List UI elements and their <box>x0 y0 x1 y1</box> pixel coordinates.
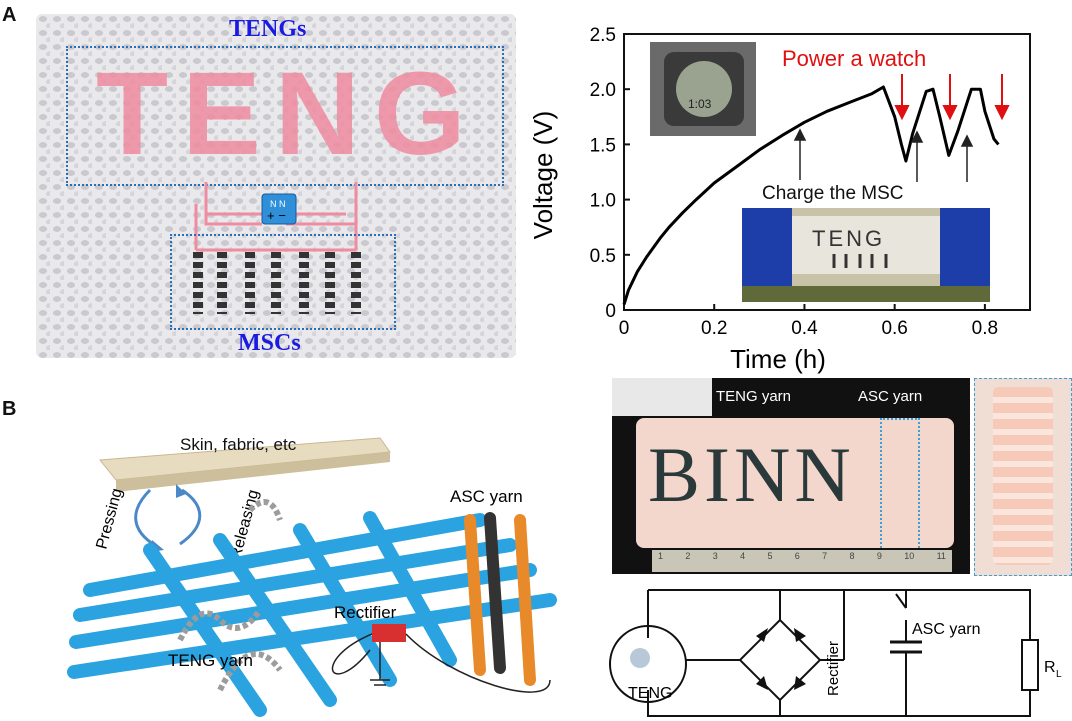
load-subscript: L <box>1056 669 1062 680</box>
knit-fabric-illustration: TENGs TENG N N + − MSCs <box>36 14 516 358</box>
x-tick-label: 0.4 <box>791 318 818 339</box>
teng-device-icon <box>630 648 650 668</box>
teng-region-box <box>66 46 504 186</box>
circuit-asc-yarn-label: ASC yarn <box>912 621 980 638</box>
y-tick-label: 0 <box>605 301 616 322</box>
panel-b-label: B <box>2 398 17 420</box>
photo-teng-word: TENG <box>812 226 885 251</box>
teng-fabric-photo: TENG <box>742 208 990 302</box>
rectifier-chip <box>261 193 297 225</box>
teng-yarn-label: TENG yarn <box>168 651 253 670</box>
photo-asc-yarn-label: ASC yarn <box>858 388 923 405</box>
x-tick-label: 0.2 <box>701 318 727 339</box>
y-axis-label: Voltage (V) <box>530 111 558 240</box>
y-tick-label: 1.0 <box>590 191 616 212</box>
y-tick-label: 2.5 <box>590 25 616 46</box>
blue-yarn-mesh <box>67 511 557 717</box>
charge-msc-annotation: Charge the MSC <box>762 183 904 204</box>
voltage-series-line <box>622 85 1000 305</box>
circuit-teng-label: TENG <box>628 685 672 702</box>
asc-region-box <box>880 418 920 552</box>
voltage-chart: 0 0.2 0.4 0.6 0.8 0 0.5 1.0 1.5 2.0 2.5 Voltage (V… <box>530 25 1031 374</box>
circuit-diagram: TENG Rectifier ASC yarn R L <box>609 589 1062 717</box>
mscs-label: MSCs <box>238 330 301 356</box>
circuit-rectifier-label: Rectifier <box>825 641 842 696</box>
asc-yarn-label: ASC yarn <box>450 487 523 506</box>
asc-yarns <box>464 512 536 686</box>
asc-yarn-zoom-inset <box>974 378 1072 576</box>
skin-label: Skin, fabric, etc <box>180 435 297 454</box>
x-axis-label: Time (h) <box>730 344 826 374</box>
tengs-label: TENGs <box>229 16 307 42</box>
knitted-fabric <box>636 418 954 548</box>
svg-text:N N: N N <box>270 199 286 209</box>
teng-word: TENG <box>96 48 480 180</box>
msc-wiring: N N + − <box>193 182 361 314</box>
red-down-arrows <box>894 74 1010 121</box>
fabric-text: BINN <box>648 431 855 518</box>
y-tick-label: 1.5 <box>590 135 616 156</box>
msc-region-box <box>170 234 396 330</box>
x-tick-label: 0 <box>619 318 630 339</box>
yarn-sample-inset <box>612 378 712 416</box>
teng-silver-yarns <box>177 499 283 692</box>
x-tick-label: 0.8 <box>972 318 998 339</box>
plot-frame <box>623 33 1031 311</box>
power-watch-annotation: Power a watch <box>782 46 926 71</box>
rectifier-label: Rectifier <box>334 603 397 622</box>
load-label: R <box>1044 659 1056 676</box>
black-up-arrows <box>793 128 974 182</box>
rectifier-block <box>372 624 406 642</box>
y-tick-label: 0.5 <box>590 246 616 267</box>
yarn-schematic: Skin, fabric, etc Pressing Releasing ASC… <box>67 435 557 717</box>
svg-text:+ −: + − <box>267 208 286 223</box>
photo-teng-yarn-label: TENG yarn <box>716 388 792 405</box>
panel-a-label: A <box>2 4 17 26</box>
watch-display: 1:03 <box>688 97 712 111</box>
watch-photo: 1:03 <box>650 42 756 136</box>
y-tick-label: 2.0 <box>590 80 616 101</box>
bridge-diodes <box>756 628 806 690</box>
x-tick-label: 0.6 <box>881 318 907 339</box>
pressing-label: Pressing <box>93 487 126 552</box>
